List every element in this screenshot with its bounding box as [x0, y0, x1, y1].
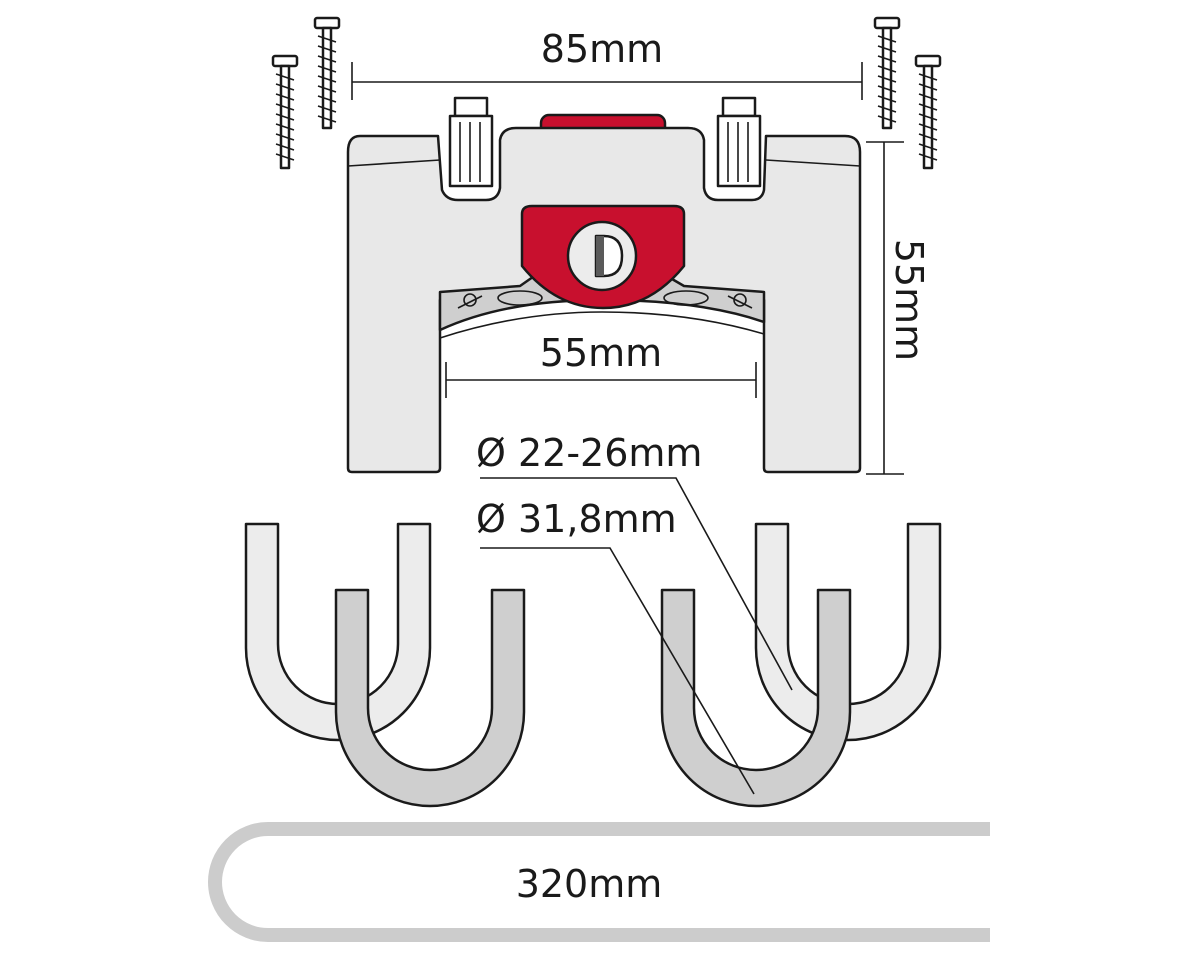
adapter-knob-right — [716, 96, 762, 188]
clamp-large-left — [334, 588, 526, 808]
dimension-top-width: 85mm — [351, 27, 863, 100]
screw-icon — [873, 16, 901, 130]
dimension-height: 55mm — [866, 141, 931, 475]
dimension-inner-width-label: 55mm — [540, 331, 662, 375]
diameter-large-label: Ø 31,8mm — [476, 497, 677, 541]
diameter-large-callout: Ø 31,8mm — [476, 497, 755, 795]
dimension-inner-width: 55mm — [445, 331, 757, 398]
screw-icon — [914, 54, 942, 170]
dimension-top-width-label: 85mm — [541, 27, 663, 71]
diameter-small-callout: Ø 22-26mm — [476, 431, 793, 691]
clamp-large-right — [660, 588, 852, 808]
cable-length-label: 320mm — [516, 862, 663, 906]
screw-icon — [271, 54, 299, 170]
screw-icon — [313, 16, 341, 130]
dimension-height-label: 55mm — [887, 239, 931, 361]
diameter-small-label: Ø 22-26mm — [476, 431, 702, 475]
adapter-knob-left — [448, 96, 494, 188]
adapter-body — [346, 96, 862, 474]
cable-loop — [208, 822, 990, 942]
key-cylinder-icon — [594, 234, 624, 278]
clamp-small-left — [244, 522, 432, 742]
